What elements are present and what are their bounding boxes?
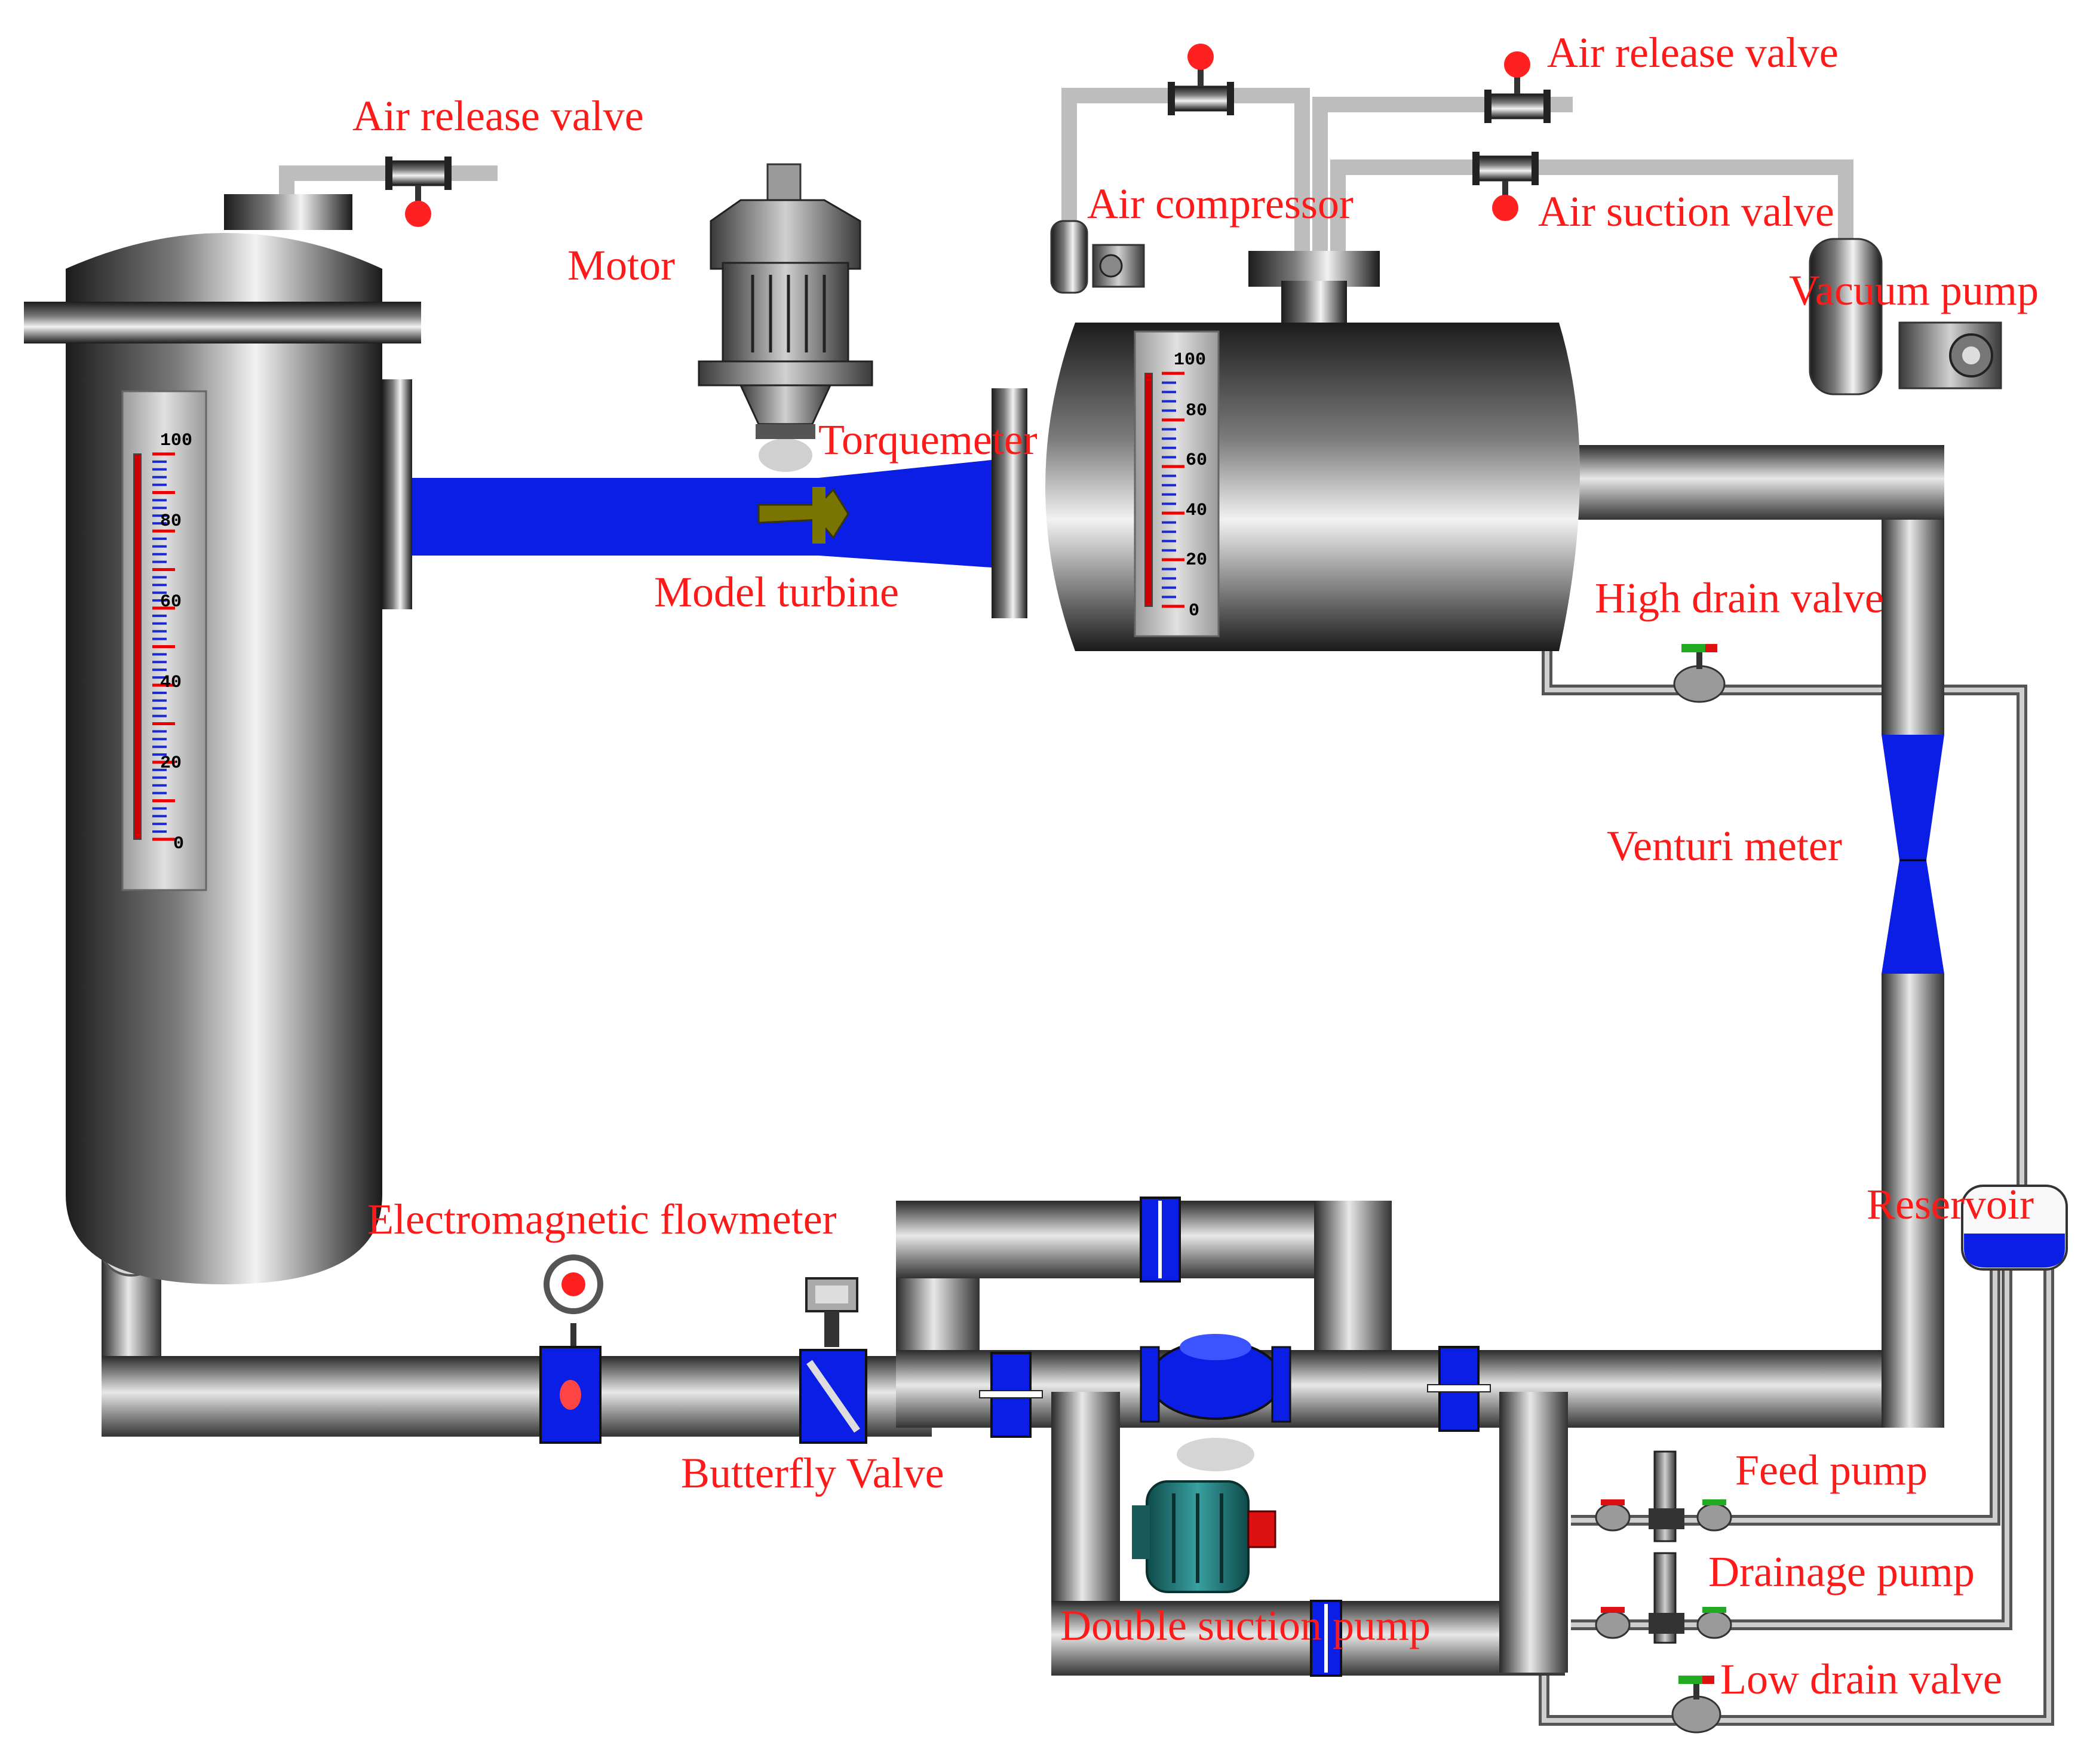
right-gauge-100: 100 bbox=[1174, 350, 1206, 370]
double-suction-pump-icon bbox=[1140, 1334, 1291, 1471]
right-level-gauge: 100 80 60 40 20 0 bbox=[1134, 330, 1220, 637]
air-release-valve-right-label: Air release valve bbox=[1547, 29, 1839, 76]
motor-icon bbox=[698, 163, 873, 439]
em-flowmeter-icon bbox=[539, 1254, 603, 1444]
right-gauge-20: 20 bbox=[1186, 550, 1207, 570]
reservoir-icon bbox=[1961, 1185, 2068, 1271]
air-release-valve-left bbox=[385, 157, 452, 227]
left-gauge-20: 20 bbox=[160, 753, 182, 774]
venturi-meter bbox=[1882, 735, 1944, 974]
air-compressor-icon bbox=[1050, 220, 1145, 294]
reservoir-label: Reservoir bbox=[1867, 1180, 2034, 1228]
left-pressure-tank bbox=[24, 194, 421, 1284]
left-gauge-0: 0 bbox=[173, 834, 184, 854]
torquemeter-icon bbox=[759, 438, 812, 472]
turbine-section bbox=[412, 388, 1027, 618]
air-compressor-label: Air compressor bbox=[1087, 180, 1354, 228]
feed-pump-label: Feed pump bbox=[1735, 1446, 1928, 1494]
labels: Air release valve Air release valve Air … bbox=[352, 29, 2039, 1703]
vacuum-pump-label: Vacuum pump bbox=[1789, 266, 2039, 314]
right-pressure-tank bbox=[1045, 251, 1580, 651]
left-gauge-60: 60 bbox=[160, 592, 182, 612]
air-release-valve-top bbox=[1168, 44, 1234, 115]
air-suction-valve-label: Air suction valve bbox=[1538, 188, 1834, 235]
left-gauge-100: 100 bbox=[160, 431, 192, 451]
butterfly-valve-label: Butterfly Valve bbox=[681, 1449, 944, 1497]
butterfly-valve-icon bbox=[799, 1277, 867, 1444]
pump-motor-icon bbox=[1132, 1480, 1276, 1593]
right-gauge-0: 0 bbox=[1189, 601, 1199, 621]
gate-valve-right bbox=[1427, 1346, 1491, 1432]
gate-valve-bypass bbox=[1140, 1197, 1181, 1283]
drainage-pump-icon bbox=[1595, 1552, 1732, 1644]
model-turbine-label: Model turbine bbox=[654, 568, 899, 616]
gate-valve-lower bbox=[1310, 1600, 1342, 1677]
high-drain-valve-label: High drain valve bbox=[1595, 574, 1884, 622]
high-drain-valve-icon bbox=[1673, 644, 1726, 703]
vacuum-pump-icon bbox=[1809, 238, 2002, 395]
gate-valve-left bbox=[979, 1352, 1043, 1438]
left-level-gauge: 100 80 60 40 20 0 bbox=[121, 390, 207, 891]
air-release-valve-right bbox=[1484, 51, 1551, 123]
double-suction-pump-label: Double suction pump bbox=[1060, 1602, 1431, 1649]
low-drain-valve-label: Low drain valve bbox=[1720, 1655, 2002, 1703]
torquemeter-label: Torquemeter bbox=[818, 416, 1038, 464]
air-release-valve-left-label: Air release valve bbox=[352, 92, 644, 140]
feed-pump-icon bbox=[1595, 1450, 1732, 1542]
venturi-meter-label: Venturi meter bbox=[1607, 822, 1842, 870]
model-turbine-icon bbox=[757, 487, 849, 544]
right-gauge-40: 40 bbox=[1186, 501, 1207, 521]
left-gauge-40: 40 bbox=[160, 673, 182, 693]
right-gauge-60: 60 bbox=[1186, 450, 1207, 471]
drainage-pump-label: Drainage pump bbox=[1708, 1548, 1975, 1596]
em-flowmeter-label: Electromagnetic flowmeter bbox=[367, 1195, 837, 1243]
low-drain-valve-icon bbox=[1671, 1676, 1721, 1734]
left-gauge-80: 80 bbox=[160, 511, 182, 532]
air-suction-valve bbox=[1472, 152, 1539, 221]
motor-label: Motor bbox=[567, 241, 675, 289]
right-gauge-80: 80 bbox=[1186, 401, 1207, 421]
